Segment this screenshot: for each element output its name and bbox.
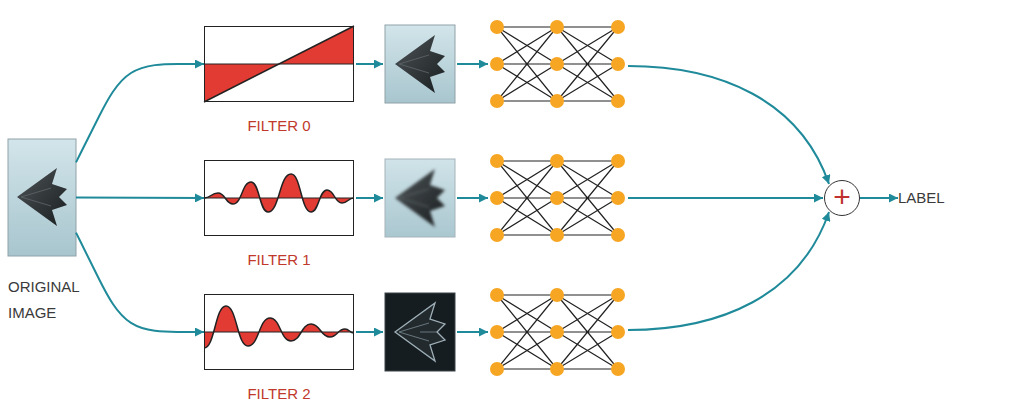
filtered-aircraft [395,35,445,93]
flow-arrow [457,63,488,65]
filter-axis [204,332,354,333]
neural-network [490,154,625,242]
filter-label: FILTER 1 [205,251,353,269]
flow-arrow [628,66,829,184]
filter-plot-ground [204,160,354,236]
filter-response [204,306,354,348]
flow-arrow [457,331,488,333]
flow-arrow [356,63,383,65]
filter-response [204,26,354,102]
blurred-image [385,159,455,237]
filtered-aircraft [395,169,445,227]
original-image-node: ORIGINAL IMAGE [8,139,76,256]
filtered-image [385,159,455,237]
filter-response-fill [204,174,354,212]
original-image [8,139,76,256]
flow-arrow [457,197,488,199]
sum-sign: + [833,182,851,212]
filter-box: FILTER 0 [204,26,354,102]
filtered-image [385,25,455,103]
filter-box: FILTER 1 [204,160,354,236]
output-label: LABEL [898,188,947,208]
output-label-node: LABEL [898,188,947,208]
filter-axis [204,198,354,199]
original-aircraft [17,168,67,226]
filtered-image-frame [385,159,455,237]
filter-plot-ground [204,294,354,370]
filter-plot-ground [204,26,354,102]
neural-network [490,20,625,108]
flow-connector [860,197,898,199]
flow-arrow [628,197,823,199]
sum-circle: + [824,180,860,216]
flow-arrow [628,212,829,330]
filter-label: FILTER 0 [205,117,353,135]
edge-image [385,293,455,371]
flow-connector [76,197,204,200]
edge-aircraft [395,303,445,361]
flow-arrow [356,331,383,333]
flow-connector [76,64,204,162]
filter-response-fill [204,26,354,102]
filter-response-fill [204,306,354,348]
flow-arrows [356,64,829,332]
flow-connector [76,233,204,332]
edge-aircraft-detail [399,323,437,341]
filter-label: FILTER 2 [205,385,353,403]
neural-network [490,288,625,376]
filter-response [204,174,354,212]
filter-box: FILTER 2 [204,294,354,370]
image-caption: ORIGINAL IMAGE [8,274,108,326]
flow-arrow [356,197,383,199]
